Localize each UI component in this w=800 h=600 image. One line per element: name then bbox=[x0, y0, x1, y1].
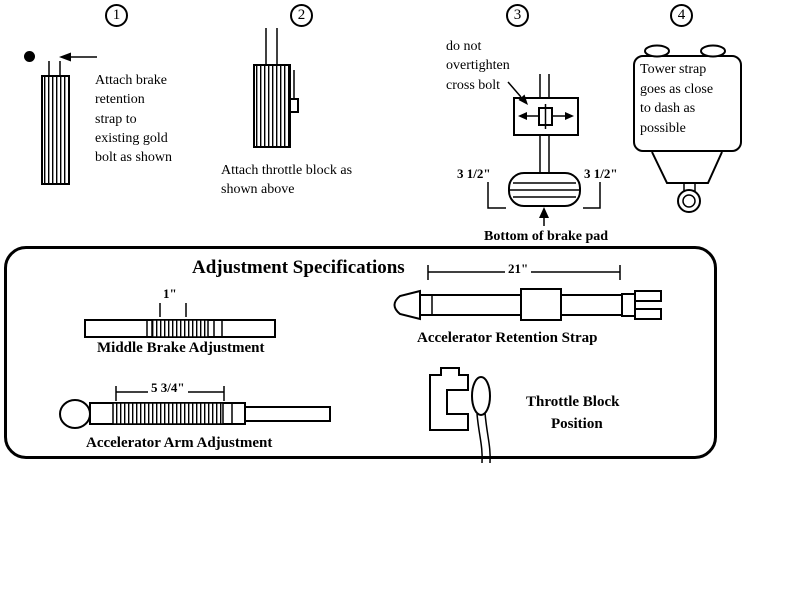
cross-bolt-warning: do not overtighten cross bolt bbox=[446, 39, 510, 93]
panel-title: Adjustment Specifications bbox=[192, 257, 405, 278]
warning-arrow bbox=[507, 81, 528, 105]
bottom-of-pad-arrow bbox=[539, 207, 549, 226]
step-2-badge: 2 bbox=[290, 4, 313, 27]
throttle-block-label-line2: Position bbox=[551, 416, 603, 432]
middle-brake-dimension: 1" bbox=[163, 286, 177, 301]
throttle-block-label-line1: Throttle Block bbox=[526, 394, 620, 410]
pad-dim-left-label: 3 1/2" bbox=[457, 166, 491, 181]
pad-dimension-lines bbox=[487, 182, 601, 209]
tower-strap-note: Tower strap goes as close to dash as pos… bbox=[633, 55, 742, 152]
tower-bracket-drawing bbox=[644, 44, 726, 213]
accelerator-arm-drawing bbox=[59, 386, 331, 429]
step-2-instruction: Attach throttle block as shown above bbox=[221, 163, 353, 198]
step-1-instruction: Attach brake retention strap to existing… bbox=[95, 73, 172, 166]
middle-brake-drawing bbox=[84, 303, 276, 338]
retention-strap-drawing bbox=[393, 265, 662, 321]
brake-grip-drawing bbox=[41, 61, 70, 185]
cross-bolt-drawing bbox=[513, 74, 579, 173]
brake-pad-caption: Bottom of brake pad bbox=[484, 229, 609, 244]
middle-brake-label: Middle Brake Adjustment bbox=[97, 340, 265, 356]
retention-strap-dimension: 21" bbox=[505, 261, 532, 277]
pad-dim-right-label: 3 1/2" bbox=[584, 166, 618, 181]
throttle-block-drawing bbox=[429, 367, 491, 464]
step-1-badge: 1 bbox=[105, 4, 128, 27]
step-3-badge: 3 bbox=[506, 4, 529, 27]
brake-pad-drawing bbox=[508, 172, 581, 207]
adjustment-specifications-panel bbox=[4, 246, 717, 459]
accelerator-arm-dimension: 5 3/4" bbox=[148, 380, 188, 396]
gold-bolt-arrow bbox=[59, 52, 97, 62]
accelerator-arm-label: Accelerator Arm Adjustment bbox=[86, 435, 273, 451]
retention-strap-label: Accelerator Retention Strap bbox=[417, 330, 598, 346]
gold-bolt-dot bbox=[24, 51, 35, 62]
step-4-badge: 4 bbox=[670, 4, 693, 27]
throttle-grip-drawing bbox=[253, 28, 299, 148]
